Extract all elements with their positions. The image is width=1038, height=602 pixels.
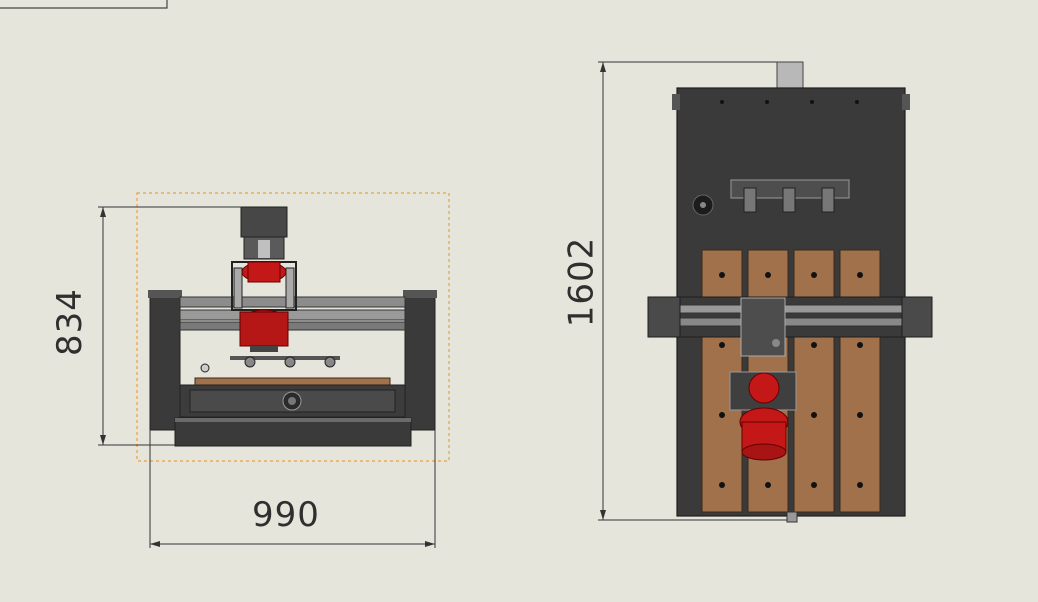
top-view xyxy=(598,61,933,523)
spindle-clamp-upper-body xyxy=(247,261,281,283)
right-column-cap xyxy=(403,290,437,298)
base-plate-top-edge xyxy=(175,418,411,422)
cable-connector xyxy=(776,61,804,89)
clamp-bar xyxy=(230,356,340,360)
slat-holes xyxy=(719,272,863,488)
gantry-rail-a xyxy=(679,304,903,314)
bolt xyxy=(720,100,724,104)
body-tab-left xyxy=(672,94,680,110)
spindle-carriage-top xyxy=(740,297,786,357)
gantry-top xyxy=(647,296,933,338)
height-arrow-top xyxy=(100,207,106,217)
spindle-motor xyxy=(240,206,288,238)
spindle-shaft xyxy=(258,240,270,258)
carriage-screw xyxy=(772,339,780,347)
base-plate xyxy=(174,417,412,447)
ball-screw-center xyxy=(288,397,296,405)
spindle-router-body xyxy=(239,311,289,347)
depth-arrow-bottom xyxy=(600,510,606,520)
clamp-knob-1 xyxy=(244,356,256,368)
gantry-rail-middle xyxy=(179,309,406,321)
spindle-top-base xyxy=(741,443,787,461)
top-clamp-2 xyxy=(782,187,796,213)
carriage-right-plate xyxy=(285,267,295,309)
clamp-knob-2 xyxy=(284,356,296,368)
spindle-collet xyxy=(250,346,278,352)
bolt xyxy=(855,100,859,104)
wood-slat-3 xyxy=(793,249,835,513)
gantry-rail-b xyxy=(679,317,903,327)
left-column xyxy=(149,291,181,431)
clamp-knob-3 xyxy=(324,356,336,368)
gantry-end-left xyxy=(647,296,681,338)
front-view xyxy=(98,192,450,548)
carriage-left-plate xyxy=(233,267,243,309)
width-dimension-label[interactable]: 990 xyxy=(252,495,320,535)
wood-slat-4 xyxy=(839,249,881,513)
clamp-knob-left xyxy=(200,363,210,373)
bottom-screw xyxy=(786,511,798,523)
spindle-top-circle xyxy=(748,372,780,404)
control-knob-center xyxy=(700,202,706,208)
left-column-cap xyxy=(148,290,182,298)
top-clamp-3 xyxy=(821,187,835,213)
width-arrow-left xyxy=(150,541,160,547)
gantry-end-right xyxy=(901,296,933,338)
height-dimension-label[interactable]: 834 xyxy=(49,288,90,356)
body-tab-right xyxy=(902,94,910,110)
title-block-corner xyxy=(0,0,168,9)
selection-box[interactable] xyxy=(136,192,450,462)
gantry-rail-bottom xyxy=(179,321,406,331)
top-clamp-1 xyxy=(743,187,757,213)
depth-dimension-label[interactable]: 1602 xyxy=(561,236,602,328)
width-arrow-right xyxy=(425,541,435,547)
height-arrow-bottom xyxy=(100,435,106,445)
depth-arrow-top xyxy=(600,62,606,72)
bolt xyxy=(765,100,769,104)
bolt xyxy=(810,100,814,104)
right-column xyxy=(404,291,436,431)
